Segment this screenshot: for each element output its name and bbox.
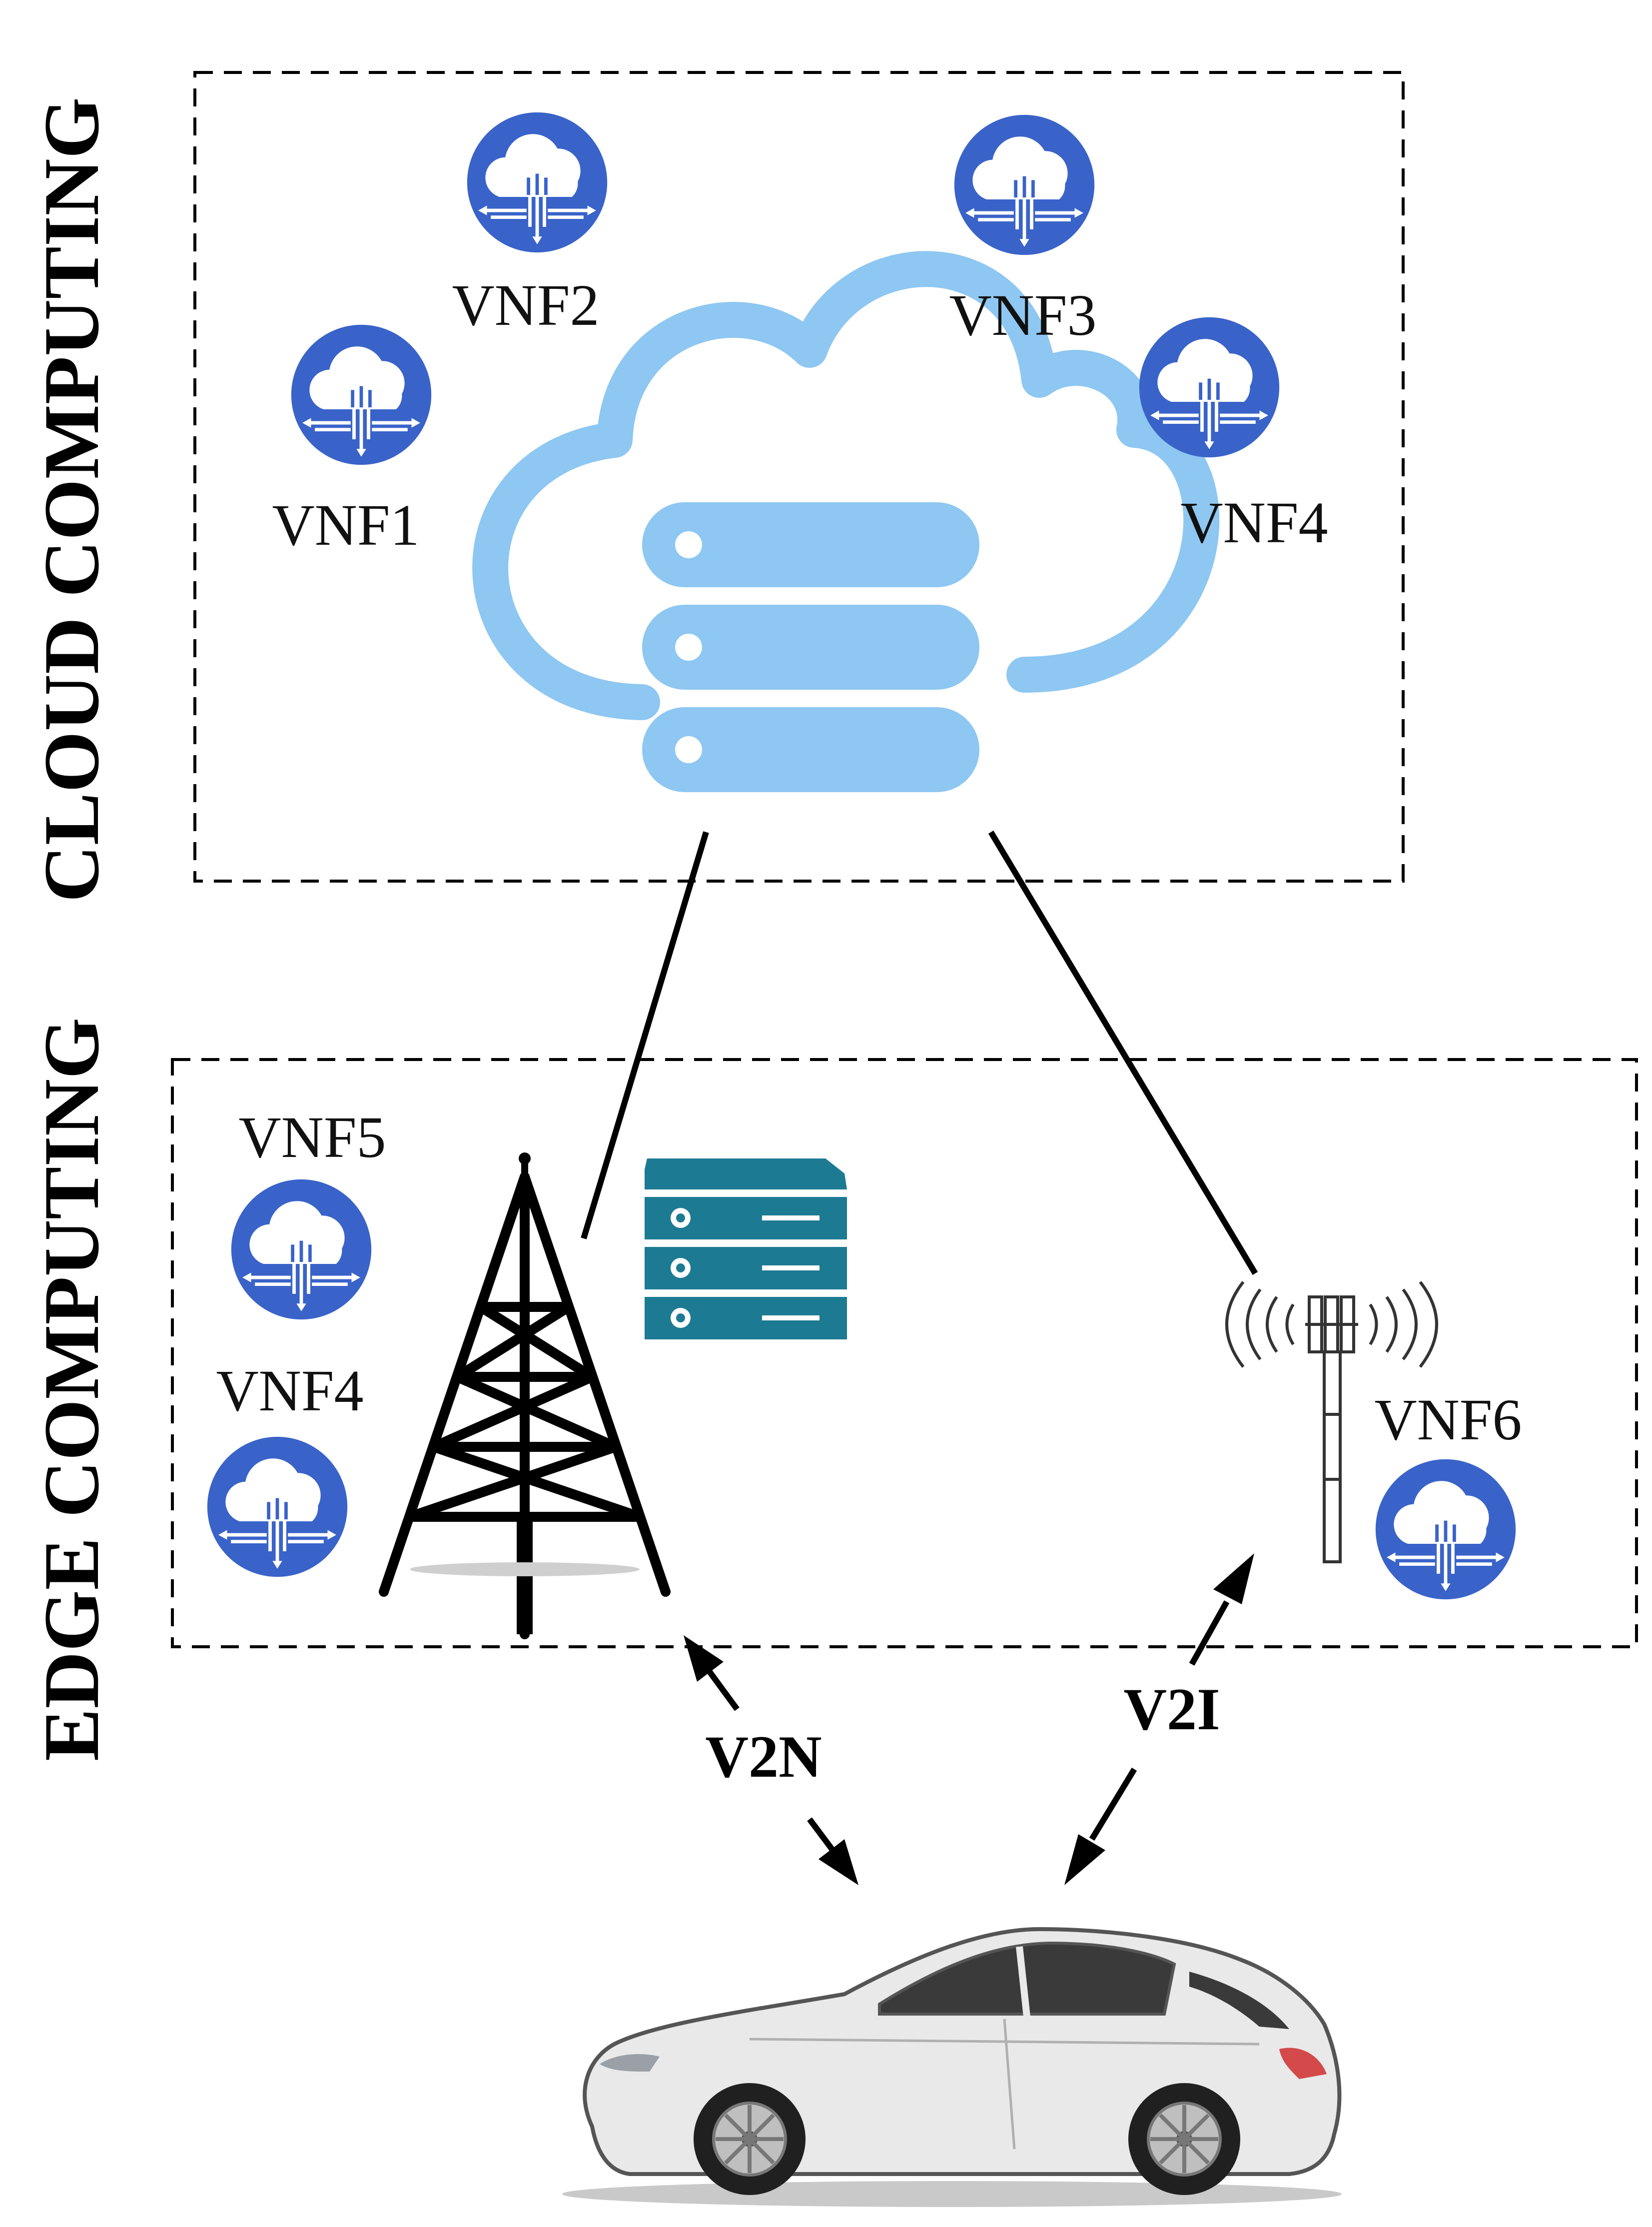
vnf6-icon — [1376, 1459, 1516, 1599]
v2n-link-arrow — [684, 1635, 858, 1885]
vnf1-icon — [291, 325, 431, 465]
cloud-to-tower-link — [581, 831, 709, 1239]
v2i-label: V2I — [1123, 1676, 1220, 1742]
antenna-icon — [1225, 1281, 1438, 1563]
vnf6-label: VNF6 — [1374, 1387, 1522, 1452]
vnf2-label: VNF2 — [452, 272, 599, 338]
vnf3-label: VNF3 — [949, 282, 1096, 348]
cloud-to-small-cell-link — [988, 830, 1258, 1275]
vnf4-label: VNF4 — [1180, 490, 1328, 555]
vnf4-icon — [1139, 317, 1279, 457]
vnf5-icon — [231, 1179, 371, 1319]
vnf5-label: VNF5 — [238, 1105, 386, 1170]
vnf2-icon — [467, 112, 607, 252]
edge-computing-region — [171, 1058, 1638, 1648]
v2n-label: V2N — [705, 1723, 822, 1790]
cloud-computing-label: CLOUD COMPUTING — [28, 97, 115, 903]
edge-computing-label: EDGE COMPUTING — [28, 1018, 115, 1761]
cloud-server-icon — [472, 251, 1220, 792]
cell-tower-icon — [379, 1152, 671, 1639]
edge-server-icon — [645, 1158, 847, 1339]
v2i-link-arrow — [1064, 1553, 1254, 1885]
vnf3-icon — [954, 115, 1094, 255]
edge-vnf4-label: VNF4 — [216, 1358, 363, 1423]
edge-vnf4-icon — [207, 1437, 347, 1577]
cloud-computing-region — [193, 71, 1405, 883]
vnf1-label: VNF1 — [272, 492, 419, 558]
sports-car-icon — [562, 1927, 1342, 2207]
